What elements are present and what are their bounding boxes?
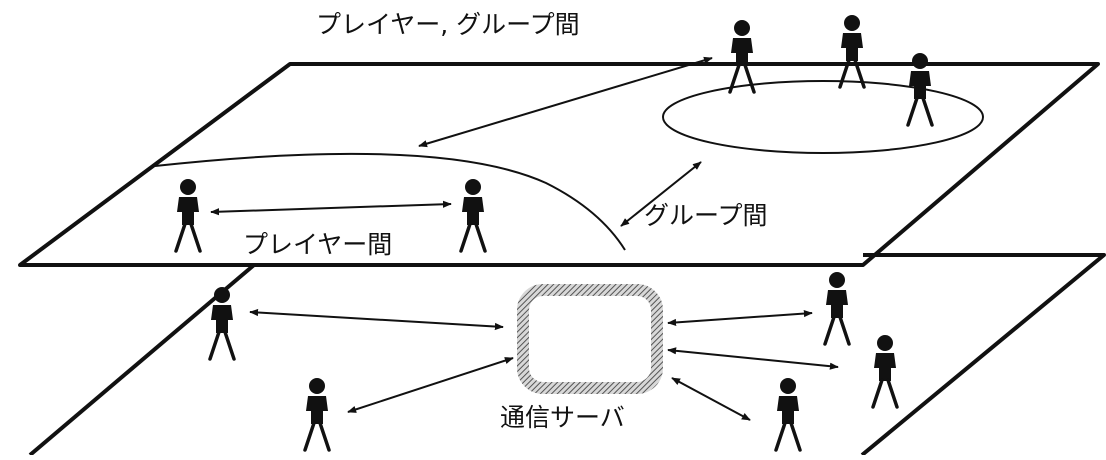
group-group-arrow xyxy=(620,161,702,227)
player-region-arc xyxy=(154,152,626,251)
server-arrow-right-2 xyxy=(667,347,839,370)
player-figure xyxy=(303,376,331,452)
server-arrow-right-1 xyxy=(667,309,813,327)
comm-server-label: 通信サーバ xyxy=(500,403,625,432)
server-arrow-left-bottom xyxy=(347,357,514,413)
player-group-arrow xyxy=(418,56,713,148)
player-between-label: プレイヤー間 xyxy=(243,230,393,259)
player-player-arrow xyxy=(210,200,452,216)
player-figure xyxy=(774,376,802,452)
player-figure xyxy=(823,270,851,346)
lower-plane xyxy=(860,253,1106,457)
server-arrow-left-top xyxy=(249,308,504,331)
server-arrow-right-3 xyxy=(671,377,751,421)
player-figure xyxy=(871,333,899,409)
player-group-between-label: プレイヤー, グループ間 xyxy=(316,10,580,39)
comm-server-box xyxy=(517,284,663,394)
group-between-label: グループ間 xyxy=(644,201,768,230)
